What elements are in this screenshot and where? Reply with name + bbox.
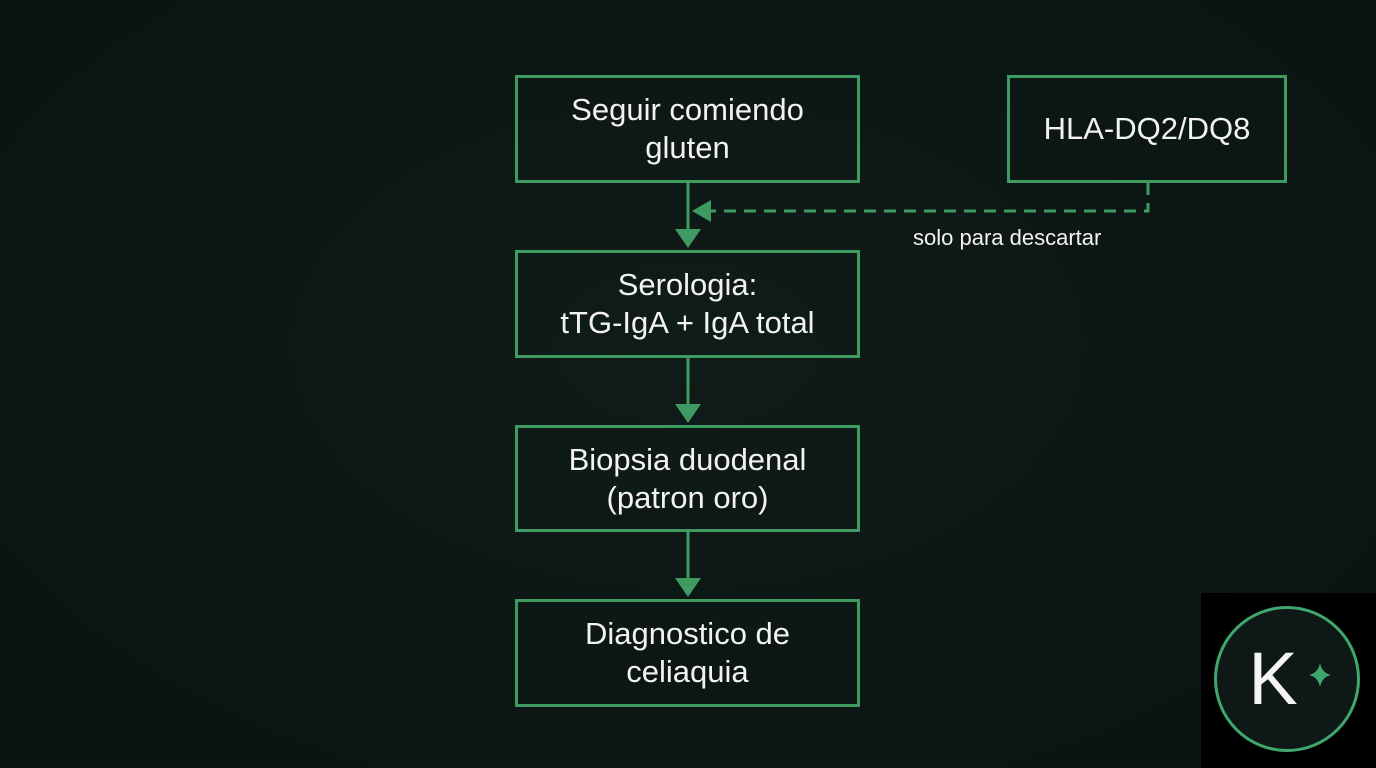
- node-hla: HLA-DQ2/DQ8: [1007, 75, 1287, 183]
- logo-badge: K: [1214, 606, 1360, 752]
- node-serology-line-2: tTG-IgA + IgA total: [560, 305, 815, 340]
- arrowhead-diagnosis: [675, 578, 701, 597]
- node-gluten: Seguir comiendo gluten: [515, 75, 860, 183]
- logo-panel: K: [1201, 593, 1376, 768]
- logo-graphic: K: [1248, 637, 1331, 720]
- arrowhead-biopsy: [675, 404, 701, 423]
- node-gluten-line-1: Seguir comiendo: [571, 92, 804, 127]
- node-diagnosis: Diagnostico de celiaquia: [515, 599, 860, 707]
- node-biopsy: Biopsia duodenal (patron oro): [515, 425, 860, 532]
- node-gluten-line-2: gluten: [645, 130, 730, 165]
- edge-hla-dashed: [708, 183, 1150, 213]
- edge-hla-label: solo para descartar: [913, 225, 1102, 250]
- node-serology-line-1: Serologia:: [617, 267, 758, 302]
- arrowhead-hla: [692, 200, 711, 222]
- node-hla-line-1: HLA-DQ2/DQ8: [1043, 111, 1251, 146]
- arrowhead-serology: [675, 229, 701, 248]
- node-diagnosis-line-2: celiaquia: [626, 654, 749, 689]
- node-serology: Serologia: tTG-IgA + IgA total: [515, 250, 860, 358]
- logo-letter: K: [1248, 637, 1297, 720]
- node-biopsy-line-1: Biopsia duodenal: [568, 441, 807, 477]
- node-diagnosis-line-1: Diagnostico de: [584, 616, 791, 651]
- sparkle-icon: [1309, 663, 1331, 687]
- node-biopsy-line-2: (patron oro): [606, 479, 769, 515]
